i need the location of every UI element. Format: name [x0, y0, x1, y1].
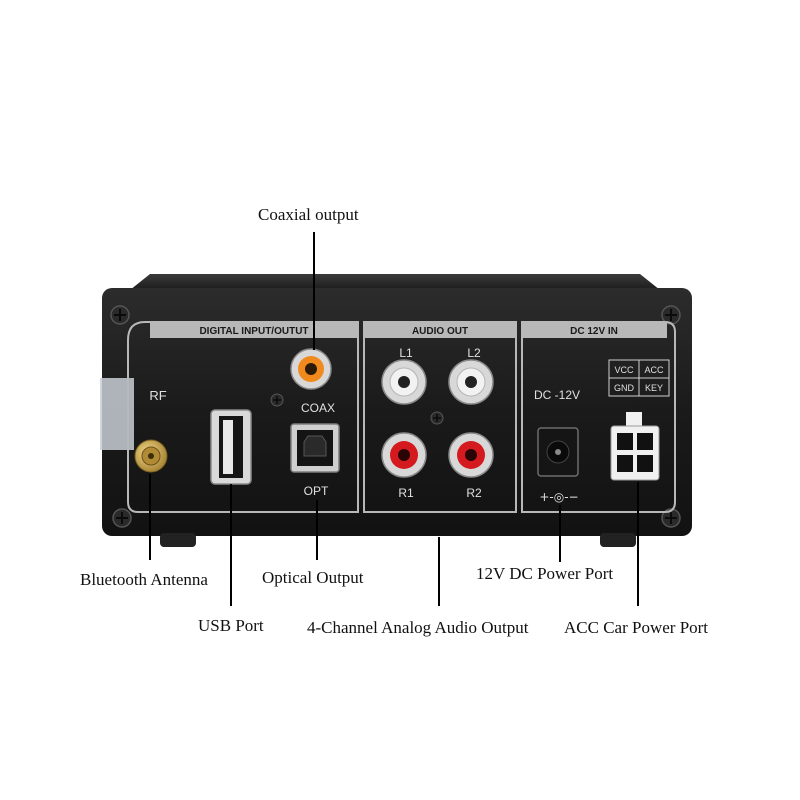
corner-screw-icon	[112, 508, 132, 528]
acc-4pin-connector-icon	[610, 412, 660, 481]
callout-acc-power-port: ACC Car Power Port	[564, 618, 709, 637]
coax-rca-jack-icon	[290, 348, 332, 390]
polarity-symbol: +-◎-−	[539, 490, 578, 504]
digital-section-title: DIGITAL INPUT/OUTUT	[199, 326, 308, 337]
callout-coaxial-output: Coaxial output	[258, 205, 359, 224]
optical-port-icon	[290, 423, 340, 473]
vcc-label: VCC	[614, 365, 634, 375]
leader-line-optical	[316, 500, 318, 560]
callout-analog-audio-output: 4-Channel Analog Audio Output	[307, 618, 529, 637]
leader-line-acc-power	[637, 482, 639, 606]
audio-section-header	[364, 322, 516, 338]
rca-jack-l2-icon	[448, 359, 494, 405]
antenna-connector-icon	[134, 439, 168, 473]
audio-section-title: AUDIO OUT	[412, 326, 468, 337]
digital-section-header	[150, 322, 358, 338]
callout-dc-power-port: 12V DC Power Port	[476, 564, 614, 583]
callout-optical-output: Optical Output	[262, 568, 364, 587]
chassis-foot-right	[600, 533, 636, 547]
r1-label: R1	[398, 486, 414, 500]
l1-label: L1	[399, 346, 413, 360]
l2-label: L2	[467, 346, 481, 360]
corner-screw-icon	[661, 305, 681, 325]
power-section-title: DC 12V IN	[570, 326, 618, 337]
dc-barrel-jack-icon	[537, 427, 579, 477]
chassis-top	[130, 274, 660, 290]
gnd-label: GND	[614, 383, 635, 393]
small-screw-icon	[270, 393, 284, 407]
power-section-outline	[521, 321, 676, 513]
acc-label: ACC	[644, 365, 664, 375]
r2-label: R2	[466, 486, 482, 500]
leader-line-dc-power	[559, 505, 561, 562]
rca-jack-l1-icon	[381, 359, 427, 405]
corner-screw-icon	[661, 508, 681, 528]
leader-line-coaxial	[313, 232, 315, 350]
leader-line-analog	[438, 537, 440, 606]
leader-line-bluetooth	[149, 474, 151, 560]
dc-label: DC -12V	[534, 388, 580, 402]
digital-section-outline	[127, 321, 359, 513]
rca-jack-r2-icon	[448, 432, 494, 478]
usb-port-icon	[210, 409, 252, 485]
rca-jack-r1-icon	[381, 432, 427, 478]
leader-line-usb	[230, 484, 232, 606]
small-screw-icon	[430, 411, 444, 425]
callout-usb-port: USB Port	[198, 616, 264, 635]
chassis-foot-left	[160, 533, 196, 547]
opt-label: OPT	[304, 484, 329, 498]
key-label: KEY	[645, 383, 663, 393]
coax-label: COAX	[301, 401, 335, 415]
corner-screw-icon	[110, 305, 130, 325]
callout-bluetooth-antenna: Bluetooth Antenna	[80, 570, 208, 589]
rf-label: RF	[149, 388, 166, 403]
power-section-header	[522, 322, 667, 338]
